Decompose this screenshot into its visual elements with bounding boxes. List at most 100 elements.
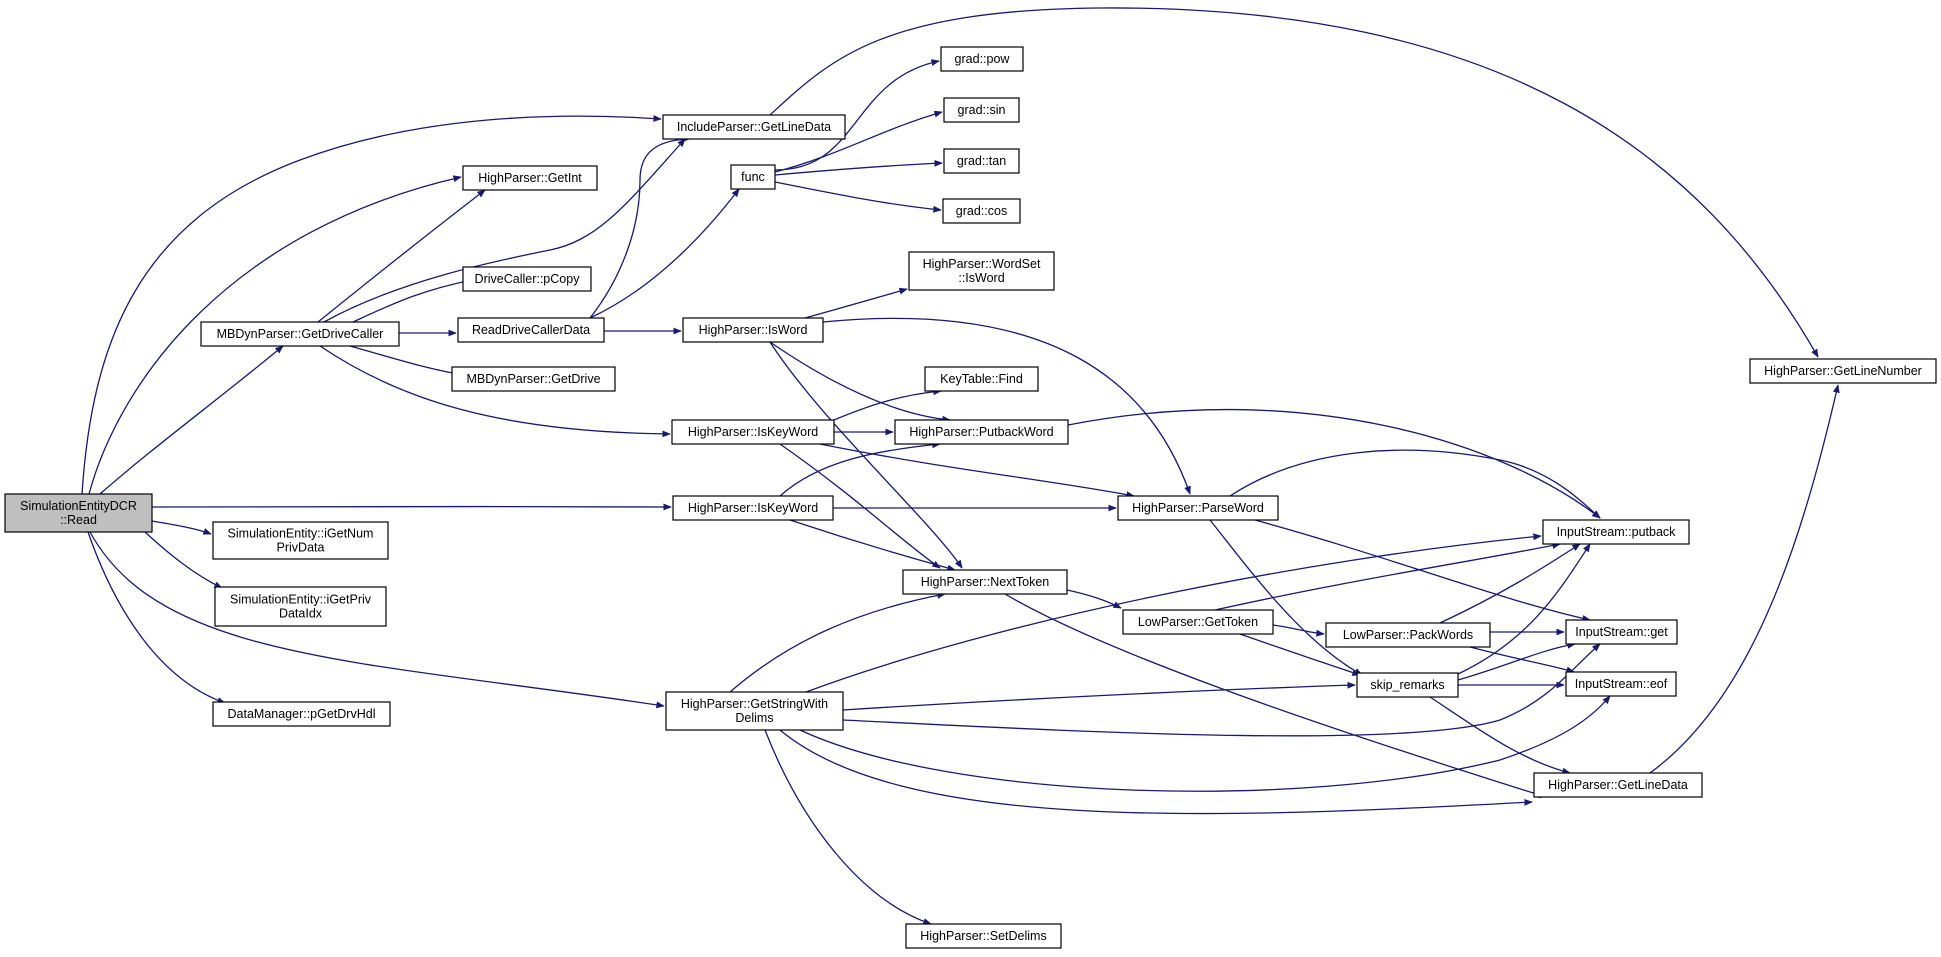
node-label: DriveCaller::pCopy [475,272,581,286]
edge-hp_getlinedata-to-hp_getlinenumber [1649,385,1838,774]
edge-rdcd-to-ip_getline [589,139,689,319]
node-hp_parseword[interactable]: HighParser::ParseWord [1117,495,1279,521]
node-box [1325,622,1491,648]
node-box [1117,495,1279,521]
edges-layer [81,7,1838,924]
edge-hp_gswd-to-skip_remarks [842,685,1355,711]
edge-lp_gettoken-to-lp_packwords [1272,624,1324,634]
node-label: HighParser::SetDelims [920,929,1046,943]
node-label: DataManager::pGetDrvHdl [228,707,376,721]
edge-mbdyn_gdc-to-hp_getint [317,190,485,323]
edge-hp_gswd-to-hp_nexttoken [729,594,945,693]
node-mbdyn_gdc[interactable]: MBDynParser::GetDriveCaller [200,321,400,347]
node-hp_isword[interactable]: HighParser::IsWord [682,317,824,343]
edge-hp_gswd-to-hp_getlinedata [779,729,1532,815]
node-box [662,114,846,140]
node-grad_cos[interactable]: grad::cos [942,198,1021,224]
node-grad_pow[interactable]: grad::pow [940,46,1024,72]
node-label: HighParser::IsKeyWord [688,425,818,439]
edge-sim_read-to-hp_getint [88,177,461,495]
node-func[interactable]: func [730,164,776,190]
node-hp_getint[interactable]: HighParser::GetInt [462,165,598,191]
node-lp_gettoken[interactable]: LowParser::GetToken [1122,609,1274,635]
edge-hp_putback-to-is_putback [1067,408,1600,518]
node-box [1565,619,1678,645]
edge-mbdyn_gdc-to-ip_getline [323,139,685,323]
node-is_eof[interactable]: InputStream::eof [1565,671,1677,697]
node-label: DataIdx [279,607,323,621]
node-label: HighParser::IsWord [699,323,808,337]
edge-sim_read-to-mbdyn_gdc [99,346,283,495]
node-label: ::IsWord [958,271,1004,285]
node-label: HighParser::GetLineNumber [1764,364,1922,378]
node-label: IncludeParser::GetLineData [677,120,831,134]
node-box [1749,358,1937,384]
edge-func-to-grad_tan [774,163,942,176]
node-hp_wordset[interactable]: HighParser::WordSet::IsWord [908,251,1055,291]
node-label: ::Read [60,513,97,527]
edge-sim_read-to-se_idx [144,531,222,589]
edge-skip_remarks-to-is_get [1457,644,1575,681]
node-box [462,266,592,292]
node-dc_pcopy[interactable]: DriveCaller::pCopy [462,266,592,292]
edge-rdcd-to-func [589,189,739,319]
node-label: HighParser::GetInt [478,171,582,185]
node-box [212,521,389,560]
node-box [1565,671,1677,697]
node-label: HighParser::IsKeyWord [688,501,818,515]
edge-hp_isword-to-hp_parseword [822,317,1190,494]
node-hp_getlinenumber[interactable]: HighParser::GetLineNumber [1749,358,1937,384]
node-box [1122,609,1274,635]
node-box [902,569,1068,595]
node-label: KeyTable::Find [940,372,1023,386]
node-grad_tan[interactable]: grad::tan [943,148,1020,174]
node-sim_read[interactable]: SimulationEntityDCR::Read [4,493,153,533]
node-dm_pgdh[interactable]: DataManager::pGetDrvHdl [212,701,391,727]
node-label: InputStream::get [1575,625,1668,639]
edge-hp_iskw1-to-hp_nexttoken [779,443,940,568]
node-mbdyn_gd[interactable]: MBDynParser::GetDrive [451,366,616,392]
node-hp_setdelims[interactable]: HighParser::SetDelims [905,923,1062,949]
edge-sim_read-to-hp_gswd [89,531,664,706]
node-hp_nexttoken[interactable]: HighParser::NextToken [902,569,1068,595]
edge-hp_gswd-to-is_eof [799,696,1610,792]
node-box [730,164,776,190]
node-is_putback[interactable]: InputStream::putback [1542,519,1690,545]
node-box [672,495,834,521]
node-hp_getlinedata[interactable]: HighParser::GetLineData [1533,772,1703,798]
node-label: HighParser::ParseWord [1132,501,1264,515]
node-label: InputStream::eof [1575,677,1668,691]
edge-hp_iskw2-to-hp_putback [779,444,940,497]
node-label: MBDynParser::GetDriveCaller [217,327,384,341]
edge-hp_iskw1-to-kt_find [833,391,941,421]
node-box [1533,772,1703,798]
node-kt_find[interactable]: KeyTable::Find [924,366,1039,392]
node-hp_iskw2[interactable]: HighParser::IsKeyWord [672,495,834,521]
node-box [682,317,824,343]
edge-skip_remarks-to-is_putback [1457,544,1591,675]
node-grad_sin[interactable]: grad::sin [943,97,1020,123]
node-box [942,198,1021,224]
node-box [940,46,1024,72]
node-skip_remarks[interactable]: skip_remarks [1356,672,1459,698]
node-label: grad::cos [956,204,1007,218]
node-is_get[interactable]: InputStream::get [1565,619,1678,645]
node-box [462,165,598,191]
node-hp_iskw1[interactable]: HighParser::IsKeyWord [671,419,835,445]
node-label: HighParser::WordSet [923,257,1041,271]
edge-hp_gswd-to-is_putback [805,536,1541,693]
node-rdcd[interactable]: ReadDriveCallerData [457,317,605,343]
node-label: LowParser::GetToken [1138,615,1258,629]
node-label: MBDynParser::GetDrive [466,372,600,386]
edge-func-to-grad_sin [774,112,942,173]
node-lp_packwords[interactable]: LowParser::PackWords [1325,622,1491,648]
node-label: HighParser::GetStringWith [681,697,828,711]
edge-skip_remarks-to-hp_getlinedata [1429,696,1570,773]
node-ip_getline[interactable]: IncludeParser::GetLineData [662,114,846,140]
edge-ip_getline-to-hp_getlinenumber [769,7,1819,357]
node-hp_putback[interactable]: HighParser::PutbackWord [894,419,1069,445]
